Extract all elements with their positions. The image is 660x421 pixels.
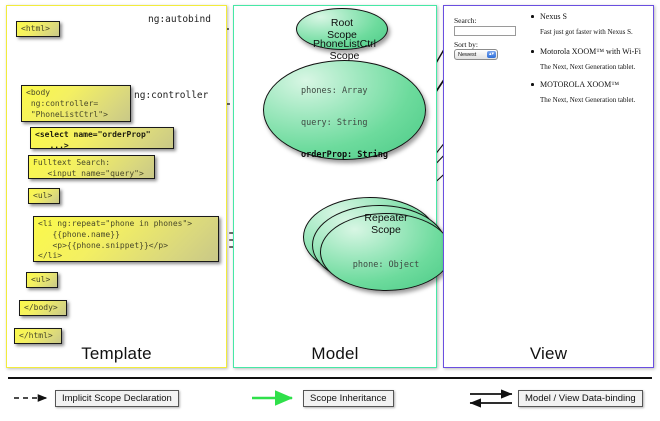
- search-label: Search:: [454, 16, 477, 25]
- scope-repeater: Repeater Scope phone: Object: [320, 211, 452, 291]
- scope-root-title-1: Root: [330, 16, 354, 29]
- list-item: Nexus S Fast just got faster with Nexus …: [531, 12, 633, 36]
- scope-phonelist-prop-query: query: String: [301, 118, 368, 129]
- chevron-updown-icon: ▴▾: [487, 51, 496, 58]
- code-box-fulltext-search: Fulltext Search: <input name="query">: [28, 155, 155, 179]
- scope-phonelist-prop-phones: phones: Array: [301, 86, 368, 97]
- code-box-html-close: </html>: [14, 328, 62, 344]
- code-box-select: <select name="orderProp" ...>: [30, 127, 174, 150]
- list-item: Motorola XOOM™ with Wi-Fi The Next, Next…: [531, 47, 641, 71]
- legend-item-scope-inheritance: Scope Inheritance: [303, 390, 394, 407]
- bullet-icon: [531, 50, 534, 53]
- scope-phonelist-title-1: PhoneListCtrl: [312, 38, 377, 50]
- edge-label-ng-controller: ng:controller: [134, 90, 209, 101]
- sort-label: Sort by:: [454, 40, 478, 49]
- scope-repeater-title-2: Scope: [371, 223, 401, 236]
- phone-name: MOTOROLA XOOM™: [540, 80, 620, 89]
- code-box-li-repeat: <li ng:repeat="phone in phones"> {{phone…: [33, 216, 219, 262]
- edge-label-ng-autobind: ng:autobind: [148, 14, 211, 25]
- scope-root: Root Scope: [296, 8, 388, 50]
- legend-item-model-view-data-binding: Model / View Data-binding: [518, 390, 643, 407]
- panel-view-label: View: [529, 344, 568, 363]
- scope-root-title-2: Scope: [327, 29, 357, 41]
- sort-select[interactable]: Newest ▴▾: [454, 49, 498, 60]
- sort-select-value: Newest: [458, 51, 477, 58]
- bullet-icon: [531, 15, 534, 18]
- scope-phonelist-prop-orderprop: orderProp: String: [301, 150, 388, 161]
- phone-name: Nexus S: [540, 12, 567, 21]
- scope-phonelist-title-2: Scope: [329, 50, 360, 63]
- legend-item-implicit-scope-declaration: Implicit Scope Declaration: [55, 390, 179, 407]
- panel-view: View: [443, 5, 654, 368]
- phone-snippet: The Next, Next Generation tablet.: [540, 63, 636, 71]
- panel-template-label: Template: [81, 344, 152, 363]
- search-input[interactable]: [454, 26, 516, 36]
- panel-model-label: Model: [311, 344, 359, 363]
- phone-snippet: The Next, Next Generation tablet.: [540, 96, 636, 104]
- code-box-ul-close: <ul>: [26, 272, 58, 288]
- list-item: MOTOROLA XOOM™ The Next, Next Generation…: [531, 80, 636, 104]
- phone-snippet: Fast just got faster with Nexus S.: [540, 28, 633, 36]
- code-box-ul-open: <ul>: [28, 188, 60, 204]
- scope-phonelistctrl: PhoneListCtrl Scope phones: Array query:…: [263, 38, 426, 161]
- code-box-html-open: <html>: [16, 21, 60, 37]
- code-box-body-close: </body>: [19, 300, 67, 316]
- legend-glyph-databinding: [469, 389, 513, 408]
- phone-name: Motorola XOOM™ with Wi-Fi: [540, 47, 641, 56]
- code-box-body-open: <body ng:controller= "PhoneListCtrl">: [21, 85, 131, 122]
- scope-repeater-prop-phone: phone: Object: [352, 260, 420, 271]
- bullet-icon: [531, 83, 534, 86]
- scope-repeater-title-1: Repeater: [364, 211, 408, 224]
- legend-divider: [8, 377, 652, 379]
